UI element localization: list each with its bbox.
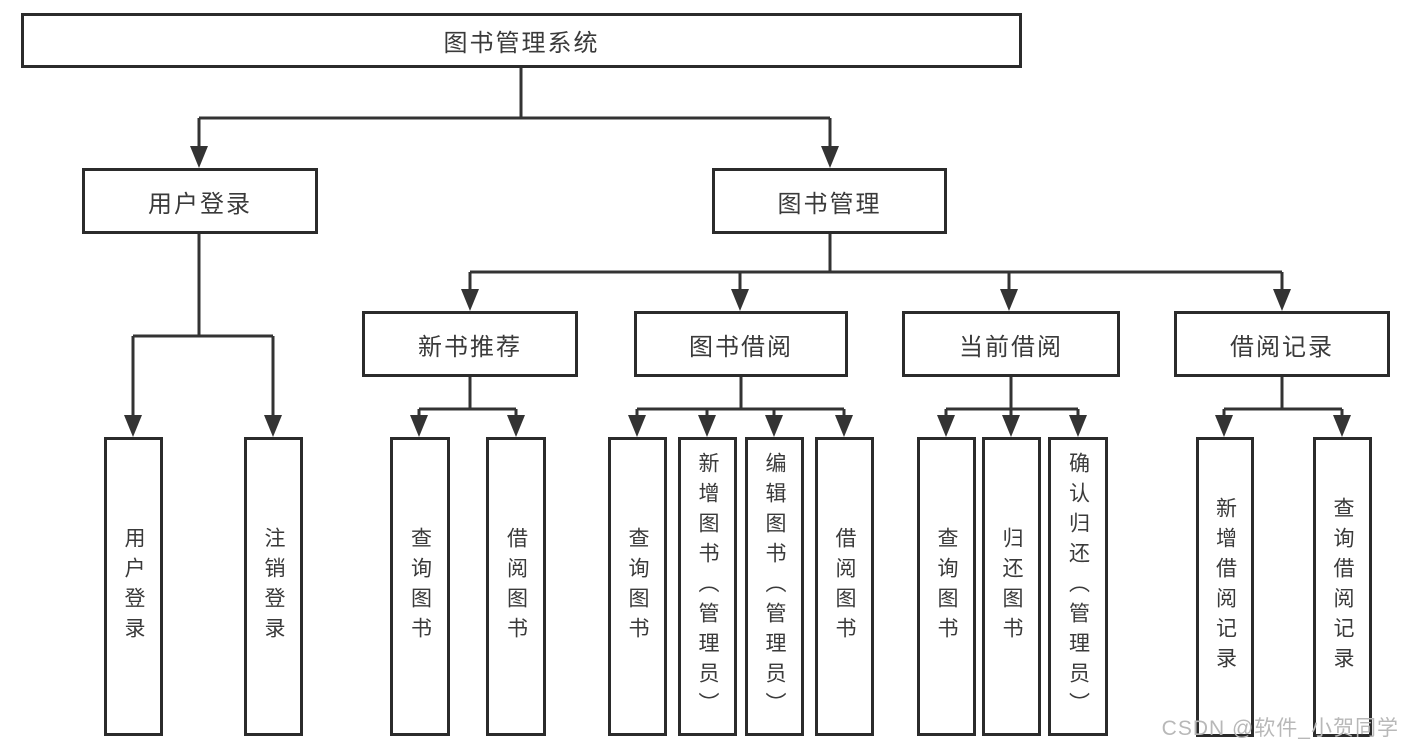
node-user-login-leaf: 用户登录 xyxy=(104,437,163,736)
arrowhead xyxy=(731,289,749,311)
arrowhead xyxy=(461,289,479,311)
node-cb-return-books: 归还图书 xyxy=(982,437,1041,736)
connector-new-book-recommend-to-leaves xyxy=(410,377,525,437)
arrowhead xyxy=(937,415,955,437)
arrowhead xyxy=(410,415,428,437)
node-cb-query-books: 查询图书 xyxy=(917,437,976,736)
arrowhead xyxy=(1273,289,1291,311)
node-label: 借阅图书 xyxy=(833,526,856,647)
node-bb-add-books-admin: 新增图书（管理员） xyxy=(678,437,737,736)
connector-current-borrowing-to-leaves xyxy=(937,377,1087,437)
node-label: 图书借阅 xyxy=(689,333,793,361)
arrowhead xyxy=(1069,415,1087,437)
node-label: 查询借阅记录 xyxy=(1331,497,1354,677)
watermark: CSDN @软件_小贺同学 xyxy=(1161,717,1399,740)
node-label: 查询图书 xyxy=(935,526,958,647)
node-label: 新书推荐 xyxy=(418,333,522,361)
node-bb-query-books: 查询图书 xyxy=(608,437,667,736)
node-br-query-record: 查询借阅记录 xyxy=(1313,437,1372,737)
arrowhead xyxy=(835,415,853,437)
node-book-management: 图书管理 xyxy=(712,168,947,234)
arrowhead xyxy=(1000,289,1018,311)
arrowhead xyxy=(124,415,142,437)
connector-book-management-to-level3 xyxy=(461,234,1291,311)
node-label: 借阅图书 xyxy=(504,526,528,647)
connector-root-to-level2 xyxy=(190,68,839,168)
node-label: 编辑图书（管理员） xyxy=(763,451,786,722)
node-nbr-borrow-books: 借阅图书 xyxy=(486,437,546,736)
node-label: 用户登录 xyxy=(148,190,252,218)
arrowhead xyxy=(1002,415,1020,437)
arrowhead xyxy=(190,146,208,168)
node-library-management-system: 图书管理系统 xyxy=(21,13,1022,68)
arrowhead xyxy=(507,415,525,437)
node-book-borrowing: 图书借阅 xyxy=(634,311,848,377)
node-label: 当前借阅 xyxy=(959,333,1063,361)
arrowhead xyxy=(628,415,646,437)
node-label: 用户登录 xyxy=(122,526,145,647)
node-label: 确认归还（管理员） xyxy=(1066,451,1090,722)
arrowhead xyxy=(264,415,282,437)
node-user-login: 用户登录 xyxy=(82,168,318,234)
node-current-borrowing: 当前借阅 xyxy=(902,311,1120,377)
node-borrowing-records: 借阅记录 xyxy=(1174,311,1390,377)
node-new-book-recommend: 新书推荐 xyxy=(362,311,578,377)
node-nbr-query-books: 查询图书 xyxy=(390,437,450,736)
node-label: 新增借阅记录 xyxy=(1213,497,1237,677)
node-cb-confirm-return-admin: 确认归还（管理员） xyxy=(1048,437,1108,736)
node-label: 注销登录 xyxy=(262,526,285,647)
arrowhead xyxy=(1333,415,1351,437)
connector-borrowing-records-to-leaves xyxy=(1215,377,1351,437)
arrowhead xyxy=(765,415,783,437)
arrowhead xyxy=(698,415,716,437)
node-bb-borrow-books: 借阅图书 xyxy=(815,437,874,736)
node-label: 新增图书（管理员） xyxy=(696,451,719,722)
connector-user-login-to-leaves xyxy=(124,234,282,437)
node-label: 查询图书 xyxy=(408,526,432,647)
node-label: 归还图书 xyxy=(1000,526,1023,647)
node-label: 图书管理系统 xyxy=(443,30,600,57)
node-br-add-record: 新增借阅记录 xyxy=(1196,437,1254,737)
arrowhead xyxy=(821,146,839,168)
connector-book-borrowing-to-leaves xyxy=(628,377,853,437)
node-label: 查询图书 xyxy=(626,526,649,647)
node-label: 借阅记录 xyxy=(1230,333,1334,361)
node-label: 图书管理 xyxy=(777,190,882,218)
arrowhead xyxy=(1215,415,1233,437)
node-bb-edit-books-admin: 编辑图书（管理员） xyxy=(745,437,804,736)
node-logout-leaf: 注销登录 xyxy=(244,437,303,736)
